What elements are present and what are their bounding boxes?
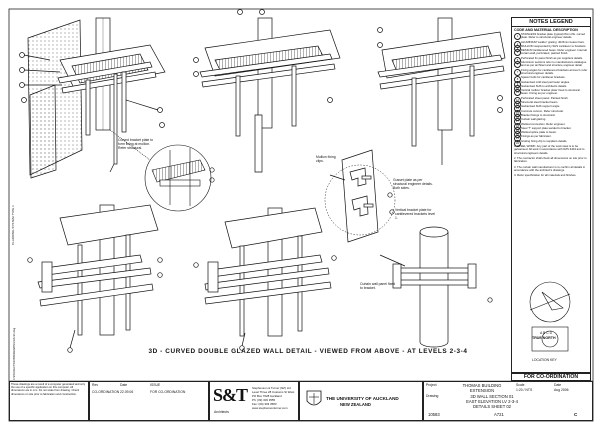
revision-letter: C <box>574 412 578 417</box>
callout-detail-e: Mullion fixing clips. <box>316 155 336 163</box>
legend-notes: 1. STEEL WORK: Any part of the work stee… <box>512 144 590 178</box>
tb-firm: S&T Architects Stephenson & Turner (NZ) … <box>209 381 299 421</box>
legend-item-text: Spacer bolts for cantilever brackets. <box>521 75 566 80</box>
callout-detail-d: Curtain wall panel fixed to bracket. <box>360 282 396 290</box>
legend-note: 1. STEEL WORK: Any part of the work stee… <box>514 144 585 155</box>
legend-item-text: Bracket fixings to structural. <box>521 112 556 117</box>
legend-note: 2. The contractor shall check all dimens… <box>514 155 587 164</box>
legend-item-text: Perforated fin panel finish as per suppl… <box>521 55 583 60</box>
file-path-label: C:\PROJECTS\10583\DRAWINGS\A721.dwg <box>13 327 16 380</box>
job-number: 10583 <box>428 412 440 417</box>
left-vertical-label: CLADDING SYSTEM TYPE 1 <box>11 205 15 245</box>
enlarged-detail <box>109 129 215 212</box>
clip-detail <box>324 149 396 243</box>
legend-item-text: DESIGN Cantilevered beam. Refer engineer… <box>521 48 587 56</box>
view-top-center <box>193 9 341 173</box>
true-north-label: TRUE NORTH <box>532 336 556 340</box>
view-bottom-right <box>379 226 493 348</box>
legend-item-text: MULLION suspended by SHS cantilever to b… <box>521 43 587 48</box>
legend-note: 3. The curtain wall manufacturer is to c… <box>514 164 586 172</box>
legend-item-number: 4 <box>514 49 521 57</box>
drawing-number: A721 <box>494 412 504 417</box>
university-crest-icon <box>306 390 322 406</box>
legend-item-number: 22 <box>514 139 521 147</box>
legend-title: NOTES LEGEND <box>512 18 590 27</box>
tb-project: Project THOMAS BUILDING EXTENSION Scale … <box>423 381 593 421</box>
legend-item-text: Fixing angles for cantilevered brackets … <box>521 67 588 75</box>
callout-detail-a: Curved bracket plate to form fixing at m… <box>118 138 154 150</box>
view-top-right <box>377 17 506 165</box>
legend-note: 4. Refer specification for all materials… <box>514 173 577 178</box>
legend-item-text: Curtain wall glazing. <box>521 117 547 122</box>
legend-item-text: Concrete column. Refer structural. <box>521 108 564 113</box>
legend-item-text: Welded connection. Refer engineer. <box>521 121 566 126</box>
callout-detail-c: Vertical bracket plate for cantilevered … <box>395 208 435 220</box>
legend-item-text: Welded splice plate to beam. <box>521 130 557 135</box>
view-top-left <box>19 17 166 179</box>
legend-item-number: 11 <box>514 89 521 97</box>
notes-legend: NOTES LEGEND CODE AND MATERIAL DESCRIPTI… <box>511 17 591 373</box>
location-key-letters: A B C D <box>540 331 553 335</box>
legend-item-text: Grating fixing clip to suppliers details… <box>521 138 568 143</box>
legend-item-number: 6 <box>514 61 521 69</box>
legend-subtitle: CODE AND MATERIAL DESCRIPTION <box>514 28 578 32</box>
legend-item-text: Galvanised mild steel perimeter angles. <box>521 79 570 84</box>
legend-item-text: Vertical mullion 'bracket plate' fixed t… <box>521 88 580 96</box>
legend-item-text: Fixings as per fabricator. <box>521 134 552 139</box>
tb-disclaimer: These drawings are a result of a compute… <box>9 381 89 421</box>
location-key-label: LOCATION KEY <box>532 358 557 362</box>
legend-item-number: 1 <box>514 33 521 40</box>
legend-item-text: Structural steel bracket beam. <box>521 100 559 105</box>
drawing-caption: 3D - CURVED DOUBLE GLAZED WALL DETAIL - … <box>148 348 468 355</box>
legend-item-text: Steel 'T' support plate welded to bracke… <box>521 125 572 130</box>
view-bottom-left <box>27 204 163 353</box>
legend-item-number: 7 <box>514 68 521 76</box>
legend-item-text: Galvanised SHS support angle. <box>521 104 561 109</box>
callout-detail-b: Gusset plate as per structural engineer … <box>393 178 433 190</box>
legend-item-text: Galvanised SHS to architects details. <box>521 83 568 88</box>
legend-item-text: Aluminium sections refer to manufacturer… <box>521 60 587 68</box>
legend-item-text: STAINLESS bracket plate (typical) 8mm th… <box>521 32 585 40</box>
legend-item-text: Perforated sheet panel. Painted finish. <box>521 95 569 100</box>
coordination-stamp: FOR CO-ORDINATION <box>511 373 591 381</box>
firm-logo: S&T <box>213 385 248 405</box>
north-arrow-key <box>529 281 571 352</box>
view-bottom-center <box>193 207 337 351</box>
legend-item-text: ALUMINIUM 'Ladder' grating. 40x5mm beare… <box>521 39 585 44</box>
tb-client: THE UNIVERSITY OF AUCKLAND NEW ZEALAND <box>299 381 423 421</box>
tb-revisions: Rev Date ISSUE CO-ORDINATION 22.09.06 FO… <box>89 381 209 421</box>
